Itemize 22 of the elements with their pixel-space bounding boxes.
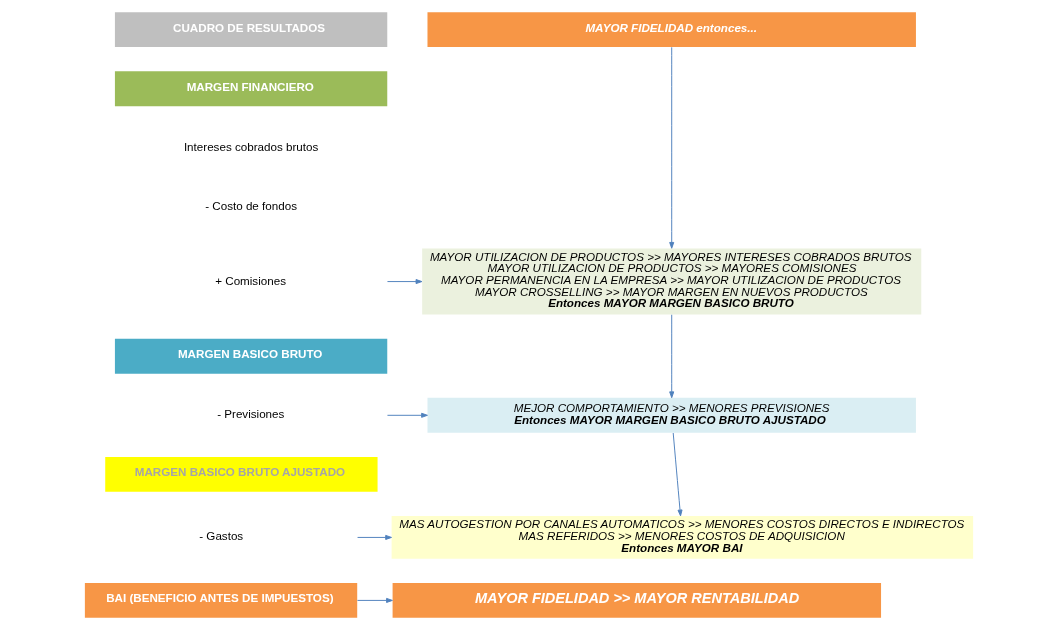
node-box: MAYOR FIDELIDAD >> MAYOR RENTABILIDAD (392, 583, 882, 618)
arrow (386, 412, 428, 418)
node-box: MEJOR COMPORTAMIENTO >> MENORES PREVISIONES Entonces MAYOR MARGEN BASICO BRUTO AJUSTADO (427, 397, 916, 433)
arrow (357, 597, 393, 603)
node-box: MARGEN BASICO BRUTO AJUSTADO (105, 457, 378, 492)
node-text: - Previsiones (217, 407, 285, 421)
node-box: MAS AUTOGESTION POR CANALES AUTOMATICOS >> MENORES COSTOS DIRECTOS E INDIRECTOS MAS REFERIDOS >> MENORES COSTOS DE ADQUISICION Entonces MAYOR BAI (391, 516, 974, 559)
node-box: MAYOR FIDELIDAD entonces... (427, 12, 916, 47)
node-box: MARGEN BASICO BRUTO (114, 338, 388, 374)
label: - Costo de fondos (205, 198, 297, 212)
arrow (386, 279, 423, 285)
node-box: CUADRO DE RESULTADOS (114, 12, 388, 47)
node-box: MAYOR UTILIZACION DE PRODUCTOS >> MAYORES INTERESES COBRADOS BRUTOS MAYOR UTILIZACION DE PRODUCTOS >> MAYORES COMISIONES MAYOR PERMANENCIA EN LA EMPRESA >> MAYOR UTILIZACION DE PRODUCTOS MAYOR CROSSELLING >> MAYOR MARGEN EN NUEVOS PRODUCTOS Entonces MAYOR MARGEN BASICO BRUTO (422, 248, 922, 315)
label: Intereses cobrados brutos (183, 139, 319, 153)
node-text: + Comisiones (215, 273, 286, 287)
arrow (669, 46, 675, 249)
node-box: MARGEN FINANCIERO (114, 71, 388, 107)
arrow (669, 314, 675, 399)
node-box: BAI (BENEFICIO ANTES DE IMPUESTOS) (84, 583, 358, 618)
node-text: - Gastos (199, 529, 244, 543)
arrow (672, 432, 683, 517)
arrow (357, 534, 392, 540)
